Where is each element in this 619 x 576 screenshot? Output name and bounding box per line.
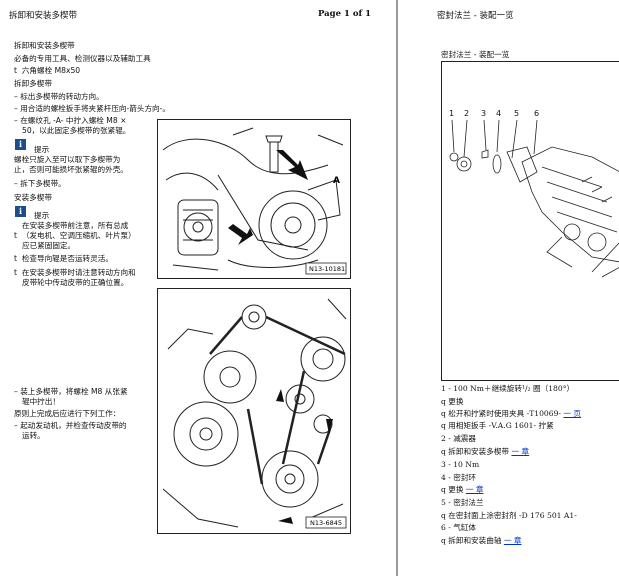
callout-2: 2 <box>464 109 469 118</box>
tip-1-text-2: 止，否则可能损坏张紧辊的外壳。 <box>14 165 128 174</box>
run-step-b: 运转。 <box>22 431 45 440</box>
tip-2-text-3: 应已紧固固定。 <box>22 241 76 250</box>
tensioner-drawing: A N13-10181 <box>162 127 347 275</box>
remove-step-1: – 标出多楔带的转动方向。 <box>14 92 104 101</box>
page-number: Page 1 of 1 <box>318 9 372 19</box>
item-line: 1 - 100 Nm＋继续旋转¹/₂ 圈（180°） <box>441 384 575 393</box>
right-document-pane: 密封法兰 - 装配一览 密封法兰 - 装配一览 1 2 3 4 5 6 <box>401 0 619 576</box>
check-1: t 检查导向辊是否运转灵活。 <box>14 254 113 263</box>
tensioner-figure: A N13-10181 <box>157 119 351 279</box>
flange-assembly-drawing: 1 2 3 4 5 6 <box>449 109 619 278</box>
remove-step-2: – 用合适的螺栓扳手将夹紧杆压向-箭头方向-。 <box>14 104 170 113</box>
install-step-1b: 辊中拧出！ <box>22 397 60 406</box>
header-title: 拆卸和安装多楔带 <box>9 11 78 21</box>
item-line: 2 - 减震器 <box>441 434 477 443</box>
install-step-1a: – 装上多楔带，将螺栓 M8 从张紧 <box>14 387 128 396</box>
sealing-flange-figure: 1 2 3 4 5 6 <box>441 61 619 381</box>
item-line: q 更换 <box>441 397 464 406</box>
tip-2-label: 提示 <box>34 211 50 220</box>
remove-step-4: – 拆下多楔带。 <box>14 179 66 188</box>
chapter-link[interactable]: 一 章 <box>503 536 522 545</box>
item-line: q 拆卸和安装多楔带 一 章 <box>441 447 530 456</box>
pane-divider <box>396 0 398 576</box>
info-icon: i <box>15 206 26 217</box>
item-line: q 在密封面上涂密封剂 -D 176 501 A1- <box>441 511 577 520</box>
tip-1-label: 提示 <box>34 145 50 154</box>
item-line: 6 - 气缸体 <box>441 523 477 532</box>
install-heading: 安装多楔带 <box>14 193 52 202</box>
chapter-link[interactable]: 一 章 <box>465 485 484 494</box>
tool-item: t 六角螺栓 M8x50 <box>14 66 81 75</box>
chapter-link[interactable]: 一 章 <box>511 447 530 456</box>
callout-1: 1 <box>449 109 454 118</box>
item-line: 3 - 10 Nm <box>441 460 480 469</box>
figure-1-id: N13-10181 <box>309 265 345 273</box>
bullet-t: t <box>14 66 22 75</box>
info-icon: i <box>15 139 26 150</box>
run-step-a: – 起动发动机，并检查传动皮带的 <box>14 421 127 430</box>
item-line: 5 - 密封法兰 <box>441 498 484 507</box>
belt-routing-figure: N13-6845 <box>157 288 351 534</box>
tools-heading: 必备的专用工具、检测仪器以及辅助工具 <box>14 54 151 63</box>
tip-2-text-1: 在安装多楔带前注意，所有总成 <box>22 221 129 230</box>
chapter-link[interactable]: 一 页 <box>563 409 582 418</box>
check-2a: t 在安装多楔带时请注意转动方向和 <box>14 268 136 277</box>
remove-step-3b: 50，以此固定多楔带的张紧辊。 <box>22 126 131 135</box>
figure-caption: 密封法兰 - 装配一览 <box>441 50 510 59</box>
item-line: q 拆卸和安装曲轴 一 章 <box>441 536 522 545</box>
section-title: 拆卸和安装多楔带 <box>14 41 75 50</box>
belt-routing-drawing: N13-6845 <box>162 298 347 529</box>
item-line: 4 - 密封环 <box>441 473 477 482</box>
item-line: q 用相矩扳手 -V.A.G 1601- 拧紧 <box>441 421 554 430</box>
header-title: 密封法兰 - 装配一览 <box>437 11 514 21</box>
callout-4: 4 <box>496 109 501 118</box>
remove-heading: 拆卸多楔带 <box>14 79 52 88</box>
callout-3: 3 <box>481 109 486 118</box>
callout-6: 6 <box>534 109 539 118</box>
check-2b: 皮带轮中传动皮带的正确位置。 <box>22 278 129 287</box>
tip-1-text-1: 螺栓只旋入至可以取下多楔带为 <box>14 155 121 164</box>
figure-2-id: N13-6845 <box>310 519 342 527</box>
tip-2-text-2: t （发电机、空调压缩机、叶片泵） <box>14 231 136 240</box>
item-line: q 更换 一 章 <box>441 485 484 494</box>
remove-step-3a: – 在螺纹孔 -A- 中拧入螺栓 M8 × <box>14 116 127 125</box>
item-line: q 松开和拧紧时使用夹具 -T10069- 一 页 <box>441 409 582 418</box>
principle-note: 原则上完成后应进行下列工作： <box>14 409 121 418</box>
label-a: A <box>333 176 340 186</box>
callout-5: 5 <box>514 109 519 118</box>
left-document-pane: 拆卸和安装多楔带 Page 1 of 1 拆卸和安装多楔带 必备的专用工具、检测… <box>9 9 372 534</box>
